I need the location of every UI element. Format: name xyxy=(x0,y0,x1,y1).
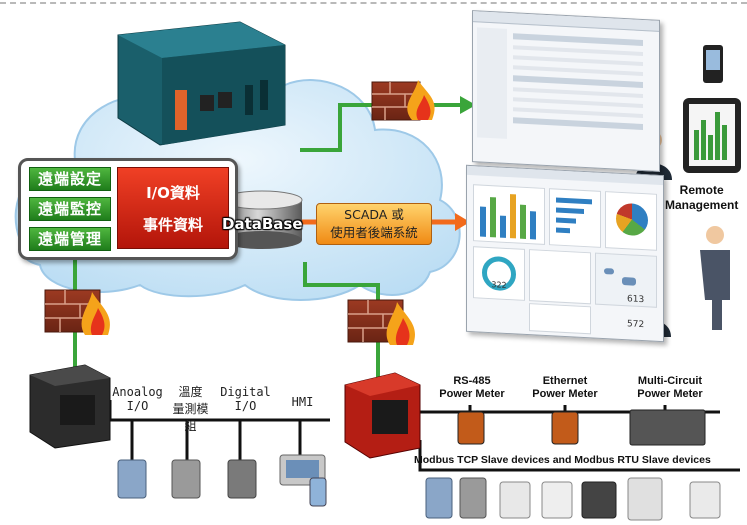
scada-line1: SCADA 或 xyxy=(344,207,404,222)
right-controller xyxy=(344,372,421,459)
database-label: DataBase xyxy=(222,215,303,233)
data-box: I/O資料 事件資料 xyxy=(117,167,229,249)
remote-line1: Remote xyxy=(679,183,724,197)
right-bus-line-bottom xyxy=(418,440,740,472)
analog-io-label: Anoalog I/O xyxy=(110,385,165,413)
temp-line2: 量測模組 xyxy=(172,402,209,433)
remote-setting-button[interactable]: 遠端設定 xyxy=(29,167,111,191)
analog-line2: I/O xyxy=(126,399,149,413)
top-dashed-border xyxy=(0,2,747,4)
multi-line2: Power Meter xyxy=(637,388,703,400)
modbus-devices-label: Modbus TCP Slave devices and Modbus RTU … xyxy=(414,454,711,466)
firewall-top xyxy=(371,80,435,121)
remote-management-label: Remote Management xyxy=(665,183,738,213)
multi-line1: Multi-Circuit xyxy=(637,375,703,387)
phone-icon xyxy=(703,45,723,83)
ethernet-line2: Power Meter xyxy=(532,388,598,400)
analog-line1: Anoalog xyxy=(112,385,163,399)
person-icon-3 xyxy=(700,226,730,330)
controller-chassis xyxy=(117,21,286,146)
rs485-line2: Power Meter xyxy=(439,388,505,400)
left-controller xyxy=(29,364,111,449)
io-modules-right xyxy=(425,477,721,521)
temp-module-label: 溫度 量測模組 xyxy=(168,383,213,434)
multi-circuit-meter-label: Multi-Circuit Power Meter xyxy=(625,375,715,401)
hmi-label: HMI xyxy=(291,395,314,409)
io-modules-left xyxy=(117,454,327,507)
control-panel: 遠端設定 遠端監控 遠端管理 I/O資料 事件資料 xyxy=(18,158,238,260)
firewall-left xyxy=(44,289,110,335)
ethernet-meter-label: Ethernet Power Meter xyxy=(525,375,605,401)
rs485-line1: RS-485 xyxy=(453,375,491,387)
web-config-screen xyxy=(472,10,660,172)
scada-line2: 使用者後端系統 xyxy=(330,225,418,240)
dashboard-screen: 322 613 572 xyxy=(466,164,664,343)
temp-line1: 溫度 xyxy=(178,385,203,399)
firewall-right xyxy=(347,299,415,345)
power-meters xyxy=(457,409,706,446)
digital-line1: Digital xyxy=(220,385,271,399)
io-data-label: I/O資料 xyxy=(146,184,200,202)
event-data-label: 事件資料 xyxy=(142,216,203,234)
remote-line2: Management xyxy=(665,198,739,212)
kpi-value: 613 xyxy=(627,294,645,306)
gauge-value: 322 xyxy=(491,280,507,290)
kpi2-value: 572 xyxy=(627,319,645,331)
digital-io-label: Digital I/O xyxy=(218,385,273,413)
remote-manage-button[interactable]: 遠端管理 xyxy=(29,227,111,251)
digital-line2: I/O xyxy=(234,399,257,413)
rs485-meter-label: RS-485 Power Meter xyxy=(432,375,512,401)
scada-box: SCADA 或 使用者後端系統 xyxy=(316,203,432,245)
tablet-icon xyxy=(683,98,741,173)
ethernet-line1: Ethernet xyxy=(542,375,588,387)
remote-monitor-button[interactable]: 遠端監控 xyxy=(29,197,111,221)
